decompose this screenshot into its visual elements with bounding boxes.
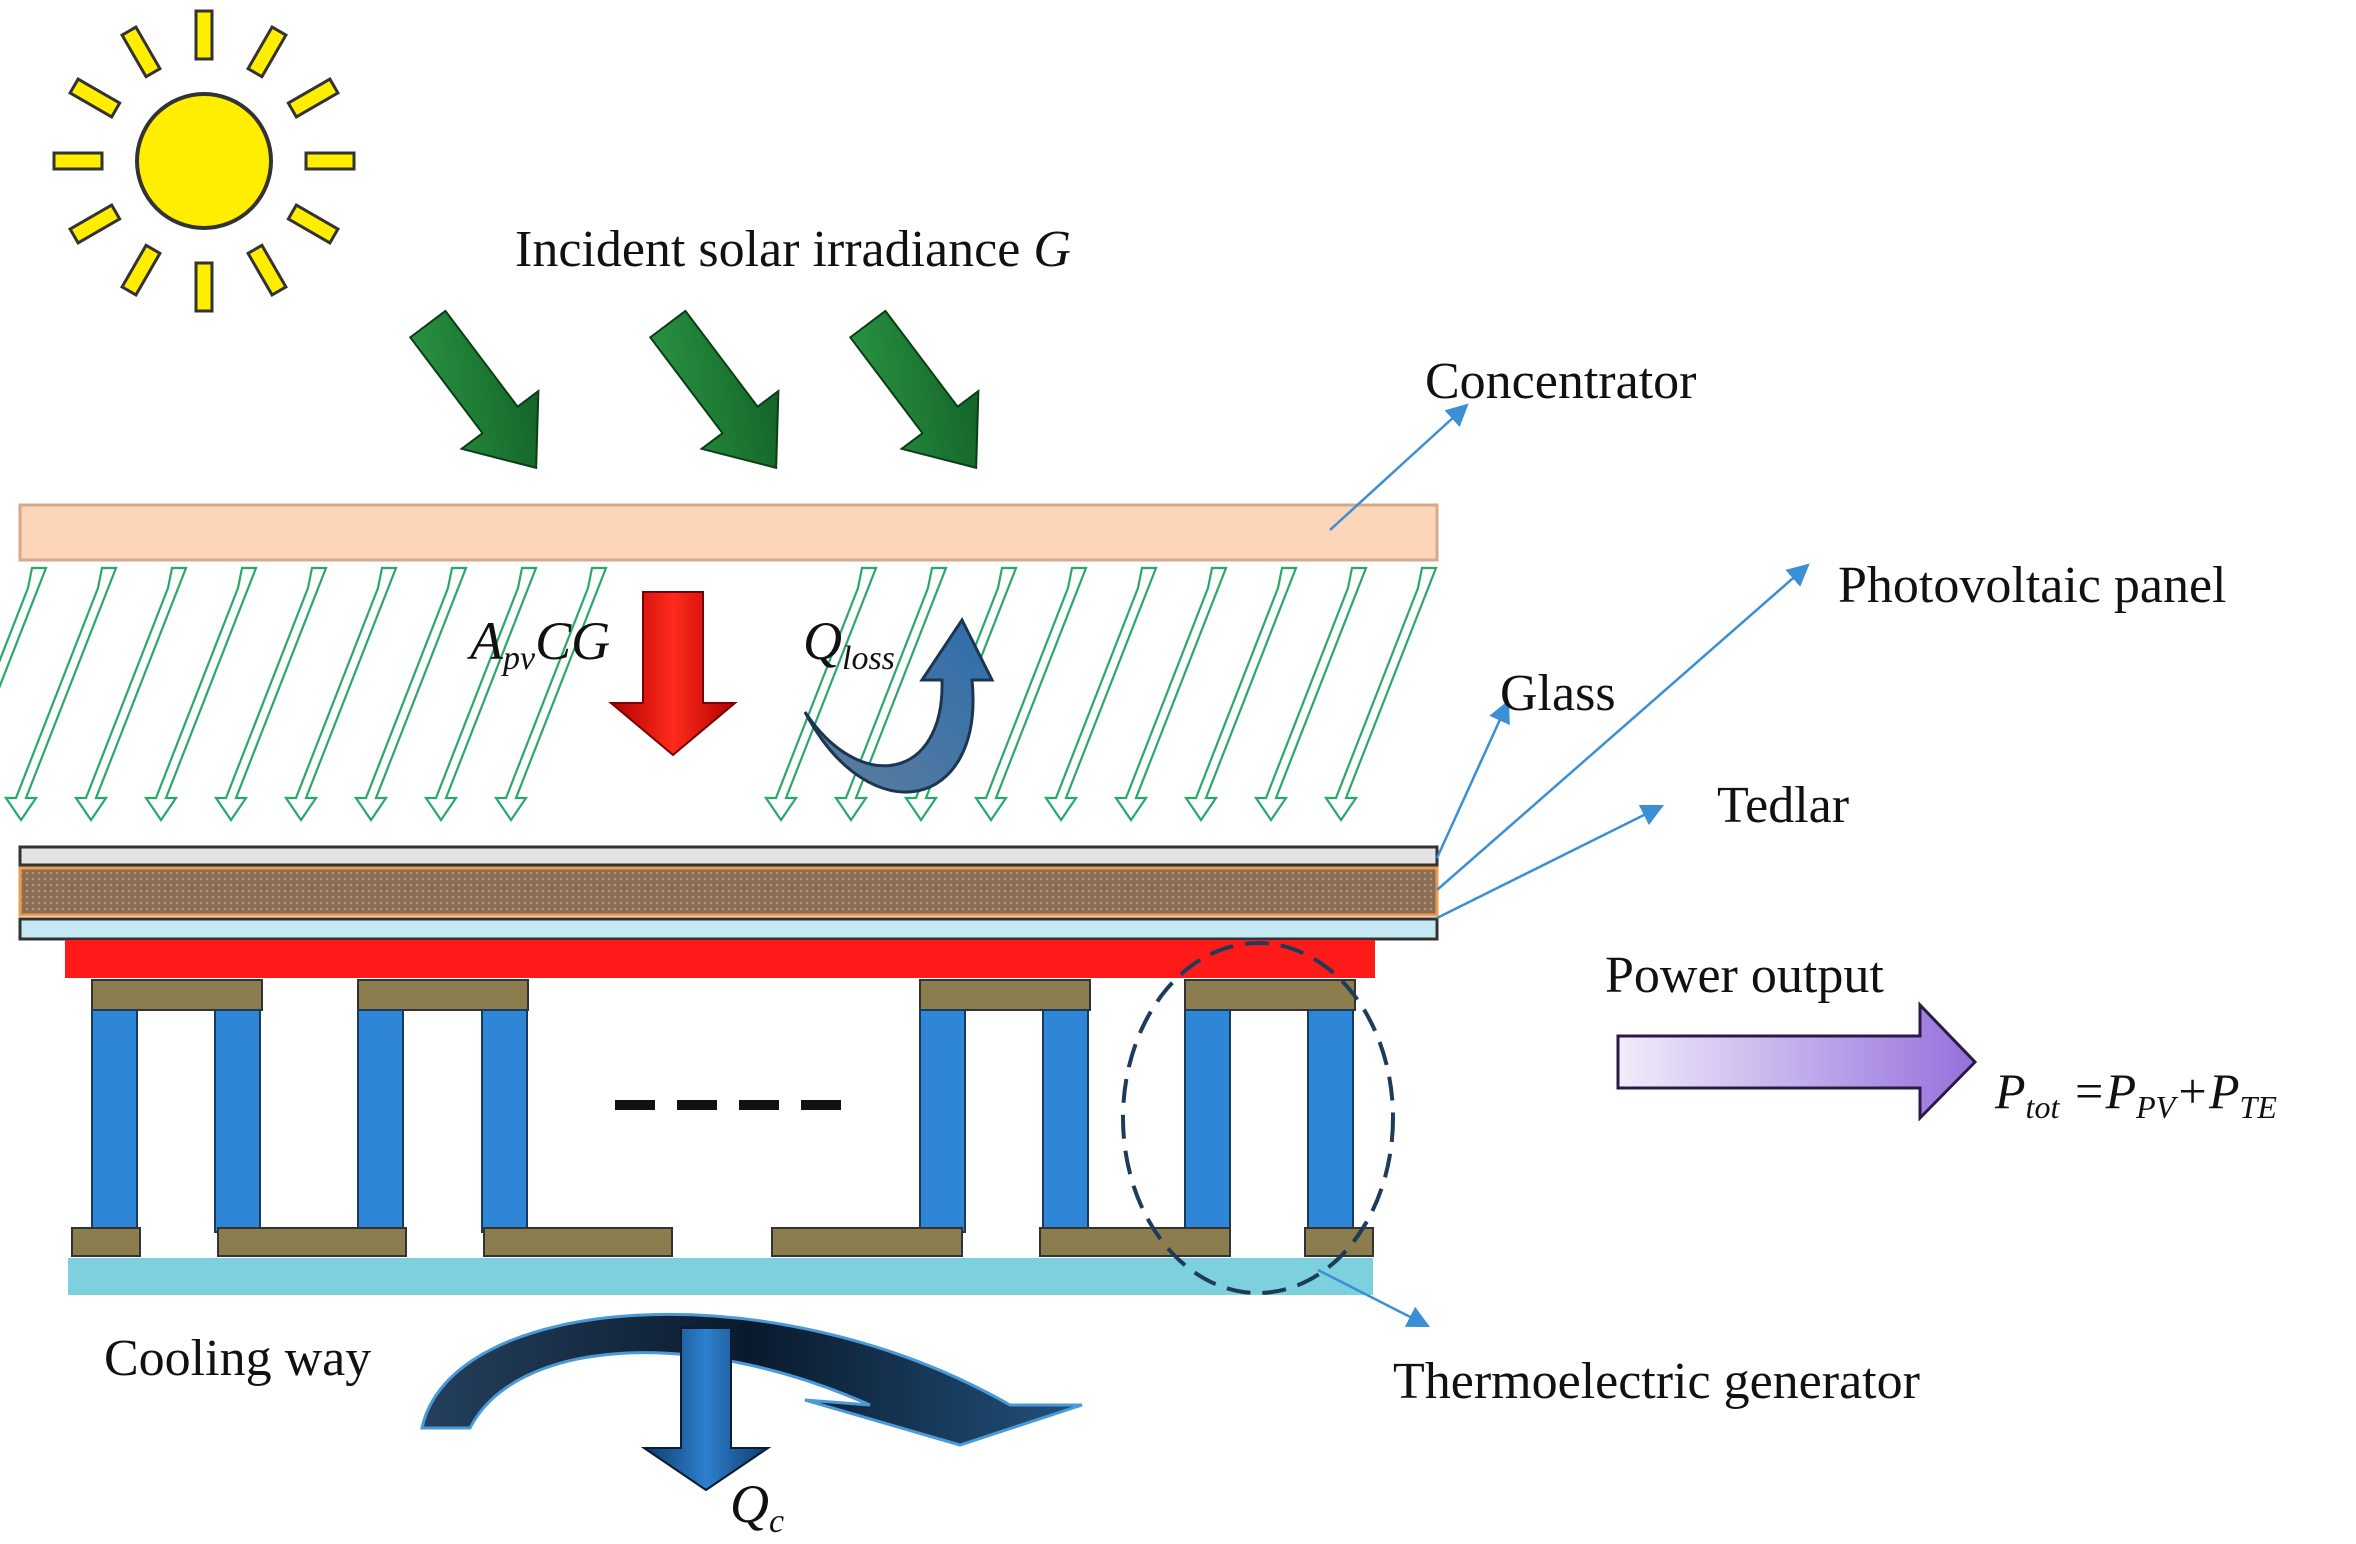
repeat-ellipsis	[615, 1100, 841, 1110]
incident-arrow	[648, 309, 780, 470]
glass-layer	[18, 845, 1439, 867]
qloss-label: Qloss	[803, 611, 895, 677]
concentrated-ray	[3, 566, 118, 822]
bottom-conductor	[217, 1227, 407, 1257]
sun-ray	[304, 151, 356, 171]
apvcg-label: ApvCG	[467, 611, 610, 677]
hot-side-plate	[65, 940, 1375, 978]
concentrated-ray	[833, 566, 948, 822]
thermoelectric-leg	[357, 1009, 404, 1233]
cooling-heat-arrow	[640, 1327, 772, 1492]
cooling-way-label: Cooling way	[104, 1330, 371, 1387]
thermoelectric-leg	[91, 1009, 138, 1233]
concentrated-ray	[1253, 566, 1368, 822]
thermoelectric-leg	[481, 1009, 528, 1233]
glass-leader	[1435, 699, 1510, 859]
thermoelectric-leg	[919, 1009, 966, 1233]
concentrated-ray	[423, 566, 538, 822]
thermoelectric-leg	[1042, 1009, 1089, 1233]
bottom-conductor	[71, 1227, 141, 1257]
te-unit-highlight	[1121, 941, 1395, 1295]
qc-label: Qc	[730, 1474, 784, 1540]
sun-ray	[120, 25, 162, 79]
tedlar-layer	[18, 917, 1439, 941]
photovoltaic-leader	[1436, 563, 1810, 891]
concentrated-ray	[0, 566, 48, 689]
concentrator-label: Concentrator	[1425, 353, 1696, 410]
sun-ray	[68, 77, 122, 119]
concentrated-ray	[283, 566, 398, 822]
tedlar-leader	[1436, 804, 1665, 920]
heat-loss-arrow	[803, 617, 995, 794]
sun-ray	[246, 243, 288, 297]
concentrated-ray	[143, 566, 258, 822]
sun-ray	[194, 261, 214, 313]
concentrated-ray	[353, 566, 468, 822]
ptot-equation: Ptot =PPV+PTE	[1994, 1063, 2277, 1125]
thermoelectric-leg	[1184, 1009, 1231, 1233]
cooling-flow-arrow	[420, 1312, 1083, 1447]
tedlar-label: Tedlar	[1717, 777, 1849, 834]
top-conductor	[357, 979, 529, 1011]
bottom-conductor	[1304, 1227, 1374, 1257]
top-conductor	[91, 979, 263, 1011]
bottom-conductor	[483, 1227, 673, 1257]
thermoelectric-leg	[214, 1009, 261, 1233]
sun-ray	[246, 25, 288, 79]
concentrated-ray	[1183, 566, 1298, 822]
leader-lines	[1317, 403, 1810, 1328]
sun-ray	[286, 203, 340, 245]
incident-radiation-arrows	[408, 309, 980, 470]
sun-ray	[120, 243, 162, 297]
concentrator-layer	[18, 503, 1439, 562]
top-conductor	[1184, 979, 1356, 1011]
absorbed-energy-arrow	[608, 591, 738, 757]
concentrated-ray	[493, 566, 608, 822]
incident-arrow	[848, 309, 980, 470]
sun-ray	[52, 151, 104, 171]
photovoltaic-panel-layer	[18, 866, 1439, 917]
power-output-label: Power output	[1605, 947, 1884, 1004]
concentrated-ray	[973, 566, 1088, 822]
thermoelectric-generator-label: Thermoelectric generator	[1393, 1353, 1920, 1410]
incident-irradiance-label: Incident solar irradiance G	[515, 221, 1071, 278]
incident-arrow	[408, 309, 540, 470]
bottom-conductor	[1039, 1227, 1231, 1257]
bottom-conductor	[771, 1227, 963, 1257]
photovoltaic-panel-label: Photovoltaic panel	[1838, 557, 2226, 614]
top-conductor	[919, 979, 1091, 1011]
concentrated-ray-arrows	[0, 566, 1438, 822]
power-output-arrow	[1616, 1001, 1978, 1122]
sun-ray	[68, 203, 122, 245]
sun-ray	[286, 77, 340, 119]
sun-icon	[52, 9, 356, 313]
thermoelectric-modules	[71, 979, 1374, 1257]
concentrated-ray	[213, 566, 328, 822]
concentrated-ray	[1113, 566, 1228, 822]
concentrated-ray	[73, 566, 188, 822]
concentrated-ray	[1323, 566, 1438, 822]
concentrated-ray	[763, 566, 878, 822]
glass-label: Glass	[1500, 665, 1616, 722]
concentrator-leader	[1329, 403, 1469, 531]
sun-ray	[194, 9, 214, 61]
thermoelectric-leg	[1307, 1009, 1354, 1233]
thermoelectric-leader	[1317, 1268, 1431, 1328]
cold-side-plate	[68, 1258, 1373, 1295]
concentrated-ray	[1043, 566, 1158, 822]
